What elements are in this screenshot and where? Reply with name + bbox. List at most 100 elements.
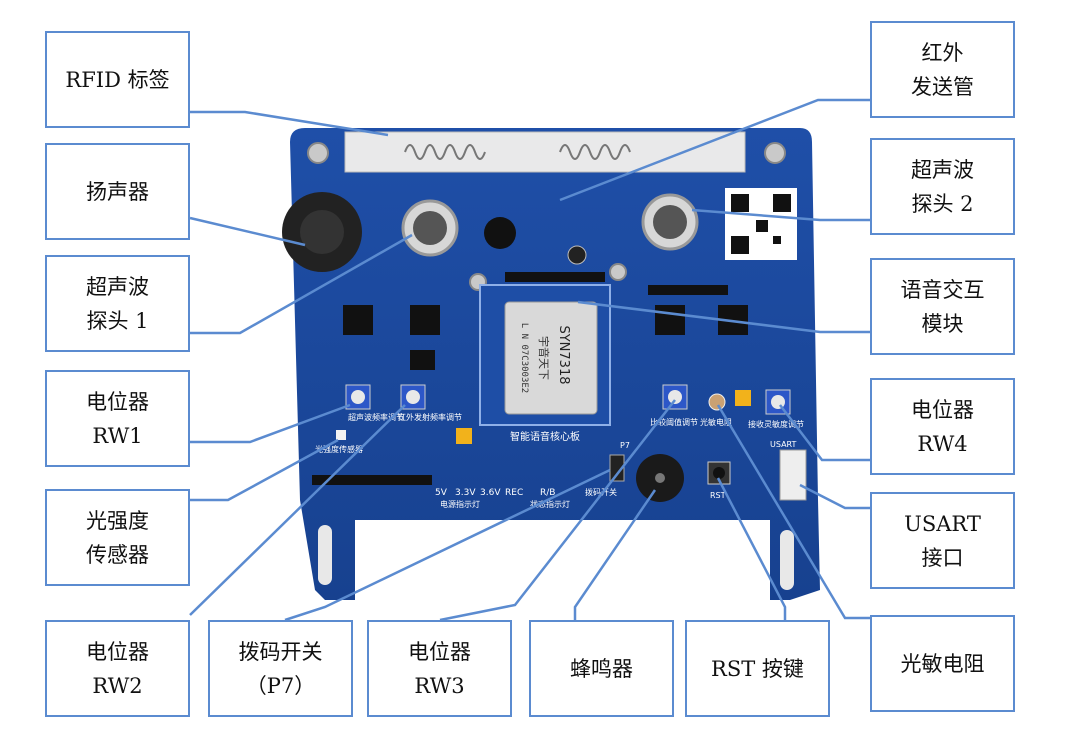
label-photoresistor: 光敏电阻 [870,615,1015,712]
rfid-tag [344,131,746,173]
v33-text: 3.3V [455,488,476,498]
ldr [708,393,726,411]
line-rw4 [779,404,870,462]
label-voice-module: 语音交互模块 [870,258,1015,355]
label-ultrasonic-1: 超声波探头 1 [45,255,190,352]
label-rw1-line-2: RW1 [92,423,143,448]
label-rw1-line-1: 电位器 [86,389,149,414]
line-rw1 [190,403,351,444]
cap-c14 [456,428,472,444]
label-speaker: 扬声器 [45,143,190,240]
line-us2 [691,208,870,222]
label-dip-line-2: （P7） [245,673,316,698]
power-caption: 电源指示灯 [440,499,480,509]
label-rst-button: RST 按键 [685,620,830,717]
light-caption: 光强度传感器 [315,444,363,454]
label-buzzer: 蜂鸣器 [529,620,674,717]
label-usart-line-2: 接口 [921,545,964,570]
label-ultrasonic-2: 超声波探头 2 [870,138,1015,235]
label-buzzer-line-1: 蜂鸣器 [570,656,633,681]
label-rst-line-1: RST 按键 [711,656,804,681]
ic-u4 [655,305,685,335]
ic-u1 [343,305,373,335]
label-rw3-line-2: RW3 [414,673,465,698]
v5-text: 5V [435,488,448,498]
label-voice-line-1: 语音交互 [900,277,985,302]
line-us1 [190,233,413,335]
ic-u2 [410,305,440,335]
label-ldr-line-1: 光敏电阻 [900,651,985,676]
label-speaker-line-1: 扬声器 [86,179,149,204]
line-buzzer [573,489,657,620]
ldr-caption: 光敏电阻 [700,417,732,427]
dip-switch [609,454,625,482]
label-rw2-line-1: 电位器 [86,639,149,664]
chip-serial-text: L N 07C3003E2 [519,323,529,393]
label-us2-line-1: 超声波 [911,157,974,182]
line-usart [799,483,870,510]
label-light-sensor: 光强度传感器 [45,489,190,586]
rst-text: RST [710,491,726,500]
cap-c20 [735,390,751,406]
rw1-caption: 超声波频率调节 [348,412,404,422]
v36-text: 3.6V [480,488,501,498]
usart-text: USART [770,440,797,449]
label-dip-switch: 拨码开关 （P7） [208,620,353,717]
label-ir-emitter: 红外发送管 [870,21,1015,118]
label-rw1: 电位器 RW1 [45,370,190,467]
label-us1-line-2: 探头 1 [86,308,149,333]
label-rw2: 电位器 RW2 [45,620,190,717]
rfid-antenna [404,144,631,160]
rw3-caption: 比较阈值调节 [650,417,698,427]
line-rfid [190,110,389,137]
line-voice [577,300,870,334]
label-usart: USART 接口 [870,492,1015,589]
pin-header-top [505,272,605,282]
label-rw4-line-2: RW4 [917,431,968,456]
label-rfid: RFID 标签 [45,31,190,128]
module-caption: 智能语音核心板 [510,430,580,443]
light-sensor [336,430,346,440]
label-ir-line-2: 发送管 [911,74,974,99]
screw-top-right [764,142,786,164]
label-rfid-line-1: RFID 标签 [65,67,170,92]
label-voice-line-2: 模块 [921,311,964,336]
dip-caption: 拨码开关 [585,487,617,497]
label-us1-line-1: 超声波 [86,274,149,299]
line-rw3 [439,399,676,622]
screw-top-left [307,142,329,164]
line-light [190,438,339,502]
screw-mid-right [609,263,627,281]
ic-u3 [410,350,435,370]
line-ldr [716,404,870,620]
label-ir-line-1: 红外 [921,40,964,65]
chip-brand-text: 宇音天下 [537,336,551,380]
rw2-caption: 红外发射频率调节 [398,412,462,422]
chip-model-text: SYN7318 [556,325,571,384]
label-dip-line-1: 拨码开关 [238,639,323,664]
bottom-header [312,475,432,485]
label-rw4-line-1: 电位器 [911,397,974,422]
label-light-line-1: 光强度 [86,508,149,533]
slot-right [780,530,794,590]
label-usart-line-1: USART [904,511,981,536]
line-ir [559,98,870,202]
microphone [484,217,516,249]
line-rw2 [189,404,406,616]
pin-header-right [648,285,728,295]
rb-text: R/B [540,488,555,498]
usart-connector [779,449,807,501]
label-light-line-2: 传感器 [86,542,149,567]
label-rw2-line-2: RW2 [92,673,143,698]
p7-text: P7 [620,441,630,450]
slot-left [318,525,332,585]
rec-text: REC [505,488,523,498]
syn7318-chip [504,301,598,415]
label-rw4: 电位器 RW4 [870,378,1015,475]
status-caption: 状态指示灯 [530,499,570,509]
line-dip [284,468,611,622]
